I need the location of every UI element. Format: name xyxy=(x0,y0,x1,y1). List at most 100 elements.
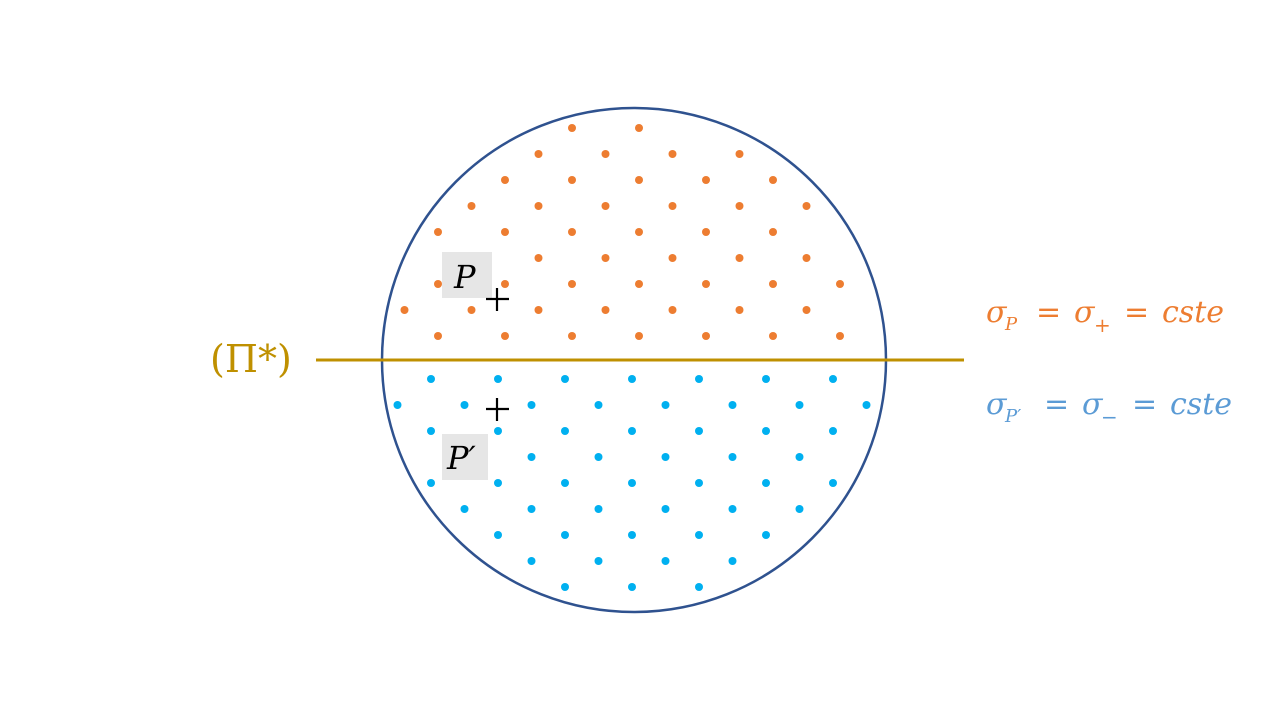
positive-charge-dot xyxy=(635,176,643,184)
equals-sign: = xyxy=(1044,387,1069,422)
positive-charge-dot xyxy=(836,332,844,340)
negative-charge-dot xyxy=(695,583,703,591)
positive-charge-dot xyxy=(836,280,844,288)
positive-charge-dot xyxy=(501,228,509,236)
negative-charge-dot xyxy=(628,531,636,539)
positive-charge-dot xyxy=(501,176,509,184)
negative-charge-dot xyxy=(594,453,603,461)
positive-charge-dot xyxy=(568,332,576,340)
negative-charge-dot xyxy=(561,375,569,383)
positive-charge-dot xyxy=(568,176,576,184)
negative-charge-dot xyxy=(594,505,603,513)
negative-charge-dots xyxy=(393,375,871,591)
positive-charge-dot xyxy=(601,306,610,314)
positive-charge-dot xyxy=(735,202,744,210)
negative-charge-dot xyxy=(594,401,603,409)
positive-charge-dot xyxy=(735,254,744,262)
equals-sign: = xyxy=(1132,387,1157,422)
positive-charge-dot xyxy=(702,332,710,340)
positive-charge-dot xyxy=(467,306,476,314)
positive-charge-dot xyxy=(668,150,677,158)
positive-charge-dot xyxy=(635,280,643,288)
positive-charge-dot xyxy=(635,332,643,340)
negative-charge-dot xyxy=(728,401,737,409)
negative-charge-dot xyxy=(527,505,536,513)
positive-charge-dot xyxy=(702,176,710,184)
negative-charge-dot xyxy=(561,531,569,539)
sigma-symbol: σ xyxy=(1074,295,1096,330)
positive-charge-dot xyxy=(434,332,442,340)
negative-charge-dot xyxy=(829,427,837,435)
negative-charge-dot xyxy=(695,479,703,487)
positive-charge-dot xyxy=(769,332,777,340)
plane-label: (Π*) xyxy=(210,337,292,381)
negative-charge-dot xyxy=(494,531,502,539)
positive-charge-dot xyxy=(668,202,677,210)
negative-charge-dot xyxy=(795,505,804,513)
negative-charge-dot xyxy=(728,505,737,513)
positive-charge-dot xyxy=(568,124,576,132)
positive-charge-dots xyxy=(400,124,844,340)
sigma-symbol: σ xyxy=(1082,387,1104,422)
negative-charge-dot xyxy=(594,557,603,565)
negative-charge-dot xyxy=(661,505,670,513)
negative-charge-dot xyxy=(795,401,804,409)
negative-charge-dot xyxy=(795,453,804,461)
positive-charge-dot xyxy=(735,150,744,158)
point-p-label: P xyxy=(453,258,476,296)
negative-charge-dot xyxy=(628,583,636,591)
positive-charge-dot xyxy=(601,150,610,158)
negative-charge-dot xyxy=(762,479,770,487)
positive-charge-dot xyxy=(467,202,476,210)
point-p-label-box xyxy=(442,252,492,298)
upper-rhs: cste xyxy=(1162,295,1224,330)
positive-charge-dot xyxy=(534,254,543,262)
point-p-prime-label-box xyxy=(442,434,488,480)
negative-charge-dot xyxy=(628,479,636,487)
positive-charge-dot xyxy=(702,280,710,288)
equals-sign: = xyxy=(1036,295,1061,330)
positive-charge-dot xyxy=(802,254,811,262)
negative-charge-dot xyxy=(427,479,435,487)
positive-charge-dot xyxy=(802,202,811,210)
positive-charge-dot xyxy=(769,176,777,184)
minus-subscript: − xyxy=(1101,405,1118,429)
negative-charge-dot xyxy=(661,401,670,409)
negative-charge-dot xyxy=(427,375,435,383)
negative-charge-dot xyxy=(427,427,435,435)
negative-charge-dot xyxy=(728,557,737,565)
positive-charge-dot xyxy=(568,280,576,288)
negative-charge-dot xyxy=(527,401,536,409)
positive-charge-dot xyxy=(434,280,442,288)
negative-charge-dot xyxy=(762,531,770,539)
positive-charge-dot xyxy=(434,228,442,236)
point-p-marker xyxy=(486,288,509,311)
negative-charge-dot xyxy=(762,375,770,383)
negative-charge-dot xyxy=(829,479,837,487)
point-p-prime-marker xyxy=(486,398,509,421)
positive-charge-dot xyxy=(601,202,610,210)
negative-charge-dot xyxy=(460,401,469,409)
negative-charge-dot xyxy=(695,375,703,383)
negative-charge-dot xyxy=(561,479,569,487)
positive-charge-dot xyxy=(534,202,543,210)
negative-charge-dot xyxy=(393,401,402,409)
positive-charge-dot xyxy=(635,124,643,132)
negative-charge-dot xyxy=(862,401,871,409)
negative-charge-dot xyxy=(661,453,670,461)
positive-charge-dot xyxy=(534,150,543,158)
sigma-symbol: σ xyxy=(986,387,1008,422)
positive-charge-dot xyxy=(501,332,509,340)
negative-charge-dot xyxy=(695,427,703,435)
negative-charge-dot xyxy=(460,505,469,513)
negative-charge-dot xyxy=(494,479,502,487)
positive-charge-dot xyxy=(601,254,610,262)
equals-sign: = xyxy=(1124,295,1149,330)
positive-charge-dot xyxy=(501,280,509,288)
positive-charge-dot xyxy=(534,306,543,314)
negative-charge-dot xyxy=(561,583,569,591)
negative-charge-dot xyxy=(561,427,569,435)
negative-charge-dot xyxy=(829,375,837,383)
negative-charge-dot xyxy=(628,427,636,435)
